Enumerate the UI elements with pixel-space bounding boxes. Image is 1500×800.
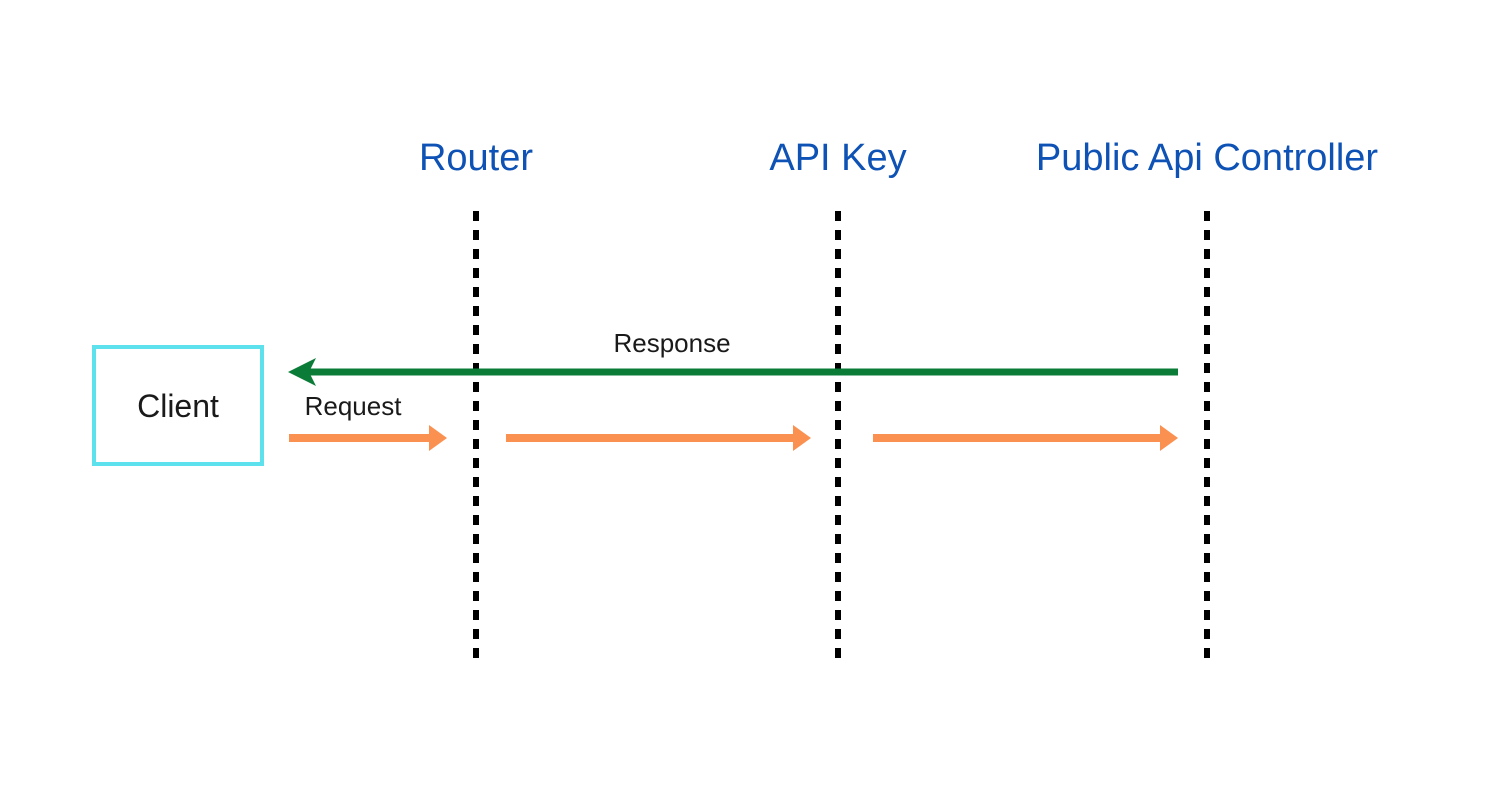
participant-label-api-key[interactable]: API Key <box>769 137 907 179</box>
participant-label-router[interactable]: Router <box>418 137 534 179</box>
request-segment-1-head <box>429 425 447 451</box>
lifelines-group <box>473 211 1210 667</box>
message-arrow-request-router-to-apikey <box>506 425 811 451</box>
response-arrow-head <box>288 358 316 386</box>
message-label-response: Response <box>613 328 731 358</box>
message-arrow-request-apikey-to-controller <box>873 425 1178 451</box>
request-segment-2-head <box>793 425 811 451</box>
message-arrow-request-client-to-router <box>289 425 447 451</box>
request-segment-3-head <box>1160 425 1178 451</box>
actor-box-client[interactable]: Client <box>92 345 264 466</box>
message-label-request: Request <box>304 391 402 421</box>
actor-box-client-label: Client <box>137 387 219 424</box>
participant-label-public-api-controller[interactable]: Public Api Controller <box>1035 137 1379 179</box>
message-arrow-response <box>288 358 1178 386</box>
